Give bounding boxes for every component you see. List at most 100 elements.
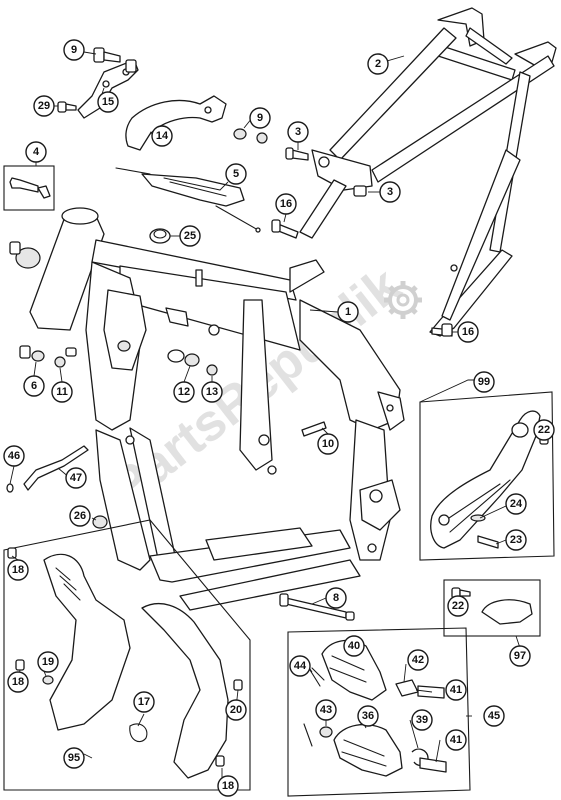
callout-18b: 18 — [7, 671, 29, 693]
callout-6: 6 — [23, 375, 45, 397]
hose-part-47 — [6, 445, 89, 493]
callout-16b: 16 — [457, 321, 479, 343]
svg-text:1: 1 — [345, 306, 351, 318]
screw-part-29 — [57, 101, 77, 113]
svg-text:20: 20 — [230, 704, 242, 716]
svg-text:17: 17 — [138, 696, 150, 708]
callout-99: 99 — [473, 371, 495, 393]
callout-44: 44 — [289, 655, 311, 677]
svg-text:29: 29 — [38, 100, 50, 112]
callout-5: 5 — [225, 163, 247, 185]
callout-41b: 41 — [445, 729, 467, 751]
svg-text:44: 44 — [294, 660, 307, 672]
svg-text:15: 15 — [102, 96, 114, 108]
svg-text:41: 41 — [450, 684, 462, 696]
svg-text:46: 46 — [8, 450, 20, 462]
guard-part-14 — [125, 95, 227, 151]
callout-9b: 9 — [249, 107, 271, 129]
callout-46: 46 — [3, 445, 25, 467]
spacer-part-6 — [19, 345, 77, 368]
callout-11: 11 — [51, 381, 73, 403]
svg-text:2: 2 — [375, 58, 381, 70]
svg-text:18: 18 — [12, 564, 24, 576]
callout-29: 29 — [33, 95, 55, 117]
callout-16a: 16 — [275, 193, 297, 215]
callout-1: 1 — [337, 301, 359, 323]
callout-18a: 18 — [7, 559, 29, 581]
bolt-part-9a — [93, 47, 137, 73]
callout-43: 43 — [315, 699, 337, 721]
callout-22b: 22 — [447, 595, 469, 617]
callout-45: 45 — [483, 705, 505, 727]
svg-text:99: 99 — [478, 376, 490, 388]
bolt-part-3a — [285, 147, 309, 161]
frame-guard-box-95 — [3, 519, 251, 791]
callout-3a: 3 — [287, 121, 309, 143]
svg-text:97: 97 — [514, 650, 526, 662]
svg-text:22: 22 — [538, 424, 550, 436]
callout-15: 15 — [97, 91, 119, 113]
svg-text:8: 8 — [333, 592, 339, 604]
callout-24: 24 — [505, 493, 527, 515]
svg-text:25: 25 — [184, 230, 196, 242]
svg-text:36: 36 — [362, 710, 374, 722]
svg-text:40: 40 — [348, 640, 360, 652]
callout-4: 4 — [25, 141, 47, 163]
svg-text:22: 22 — [452, 600, 464, 612]
callout-39: 39 — [411, 709, 433, 731]
chain-guide-box-99 — [419, 391, 555, 561]
svg-text:11: 11 — [56, 386, 68, 398]
callout-97: 97 — [509, 645, 531, 667]
callout-95: 95 — [63, 747, 85, 769]
callout-47: 47 — [65, 467, 87, 489]
svg-text:12: 12 — [178, 386, 190, 398]
svg-text:18: 18 — [12, 676, 24, 688]
bolt-part-3b — [353, 185, 367, 197]
bolt-part-8 — [279, 593, 355, 621]
callout-41a: 41 — [445, 679, 467, 701]
cable-part-5 — [115, 167, 261, 233]
bolt-part-16a — [271, 219, 299, 239]
svg-text:26: 26 — [74, 510, 86, 522]
svg-text:10: 10 — [322, 438, 334, 450]
svg-text:41: 41 — [450, 734, 462, 746]
subframe-part-2 — [299, 7, 557, 337]
svg-text:6: 6 — [31, 380, 37, 392]
svg-text:16: 16 — [280, 198, 292, 210]
pin-part-10 — [301, 421, 327, 437]
callout-25: 25 — [179, 225, 201, 247]
main-frame-part-1 — [9, 207, 405, 611]
svg-text:13: 13 — [206, 386, 218, 398]
callout-18c: 18 — [217, 775, 239, 797]
gear-icon — [384, 281, 422, 319]
callout-14: 14 — [151, 125, 173, 147]
svg-text:3: 3 — [295, 126, 301, 138]
svg-text:14: 14 — [156, 130, 169, 142]
svg-text:9: 9 — [71, 44, 77, 56]
box-part-97 — [443, 579, 541, 637]
sleeve-part-12 — [167, 349, 218, 376]
callout-10: 10 — [317, 433, 339, 455]
clamp-part-25 — [149, 228, 171, 244]
callout-23: 23 — [505, 529, 527, 551]
callout-13: 13 — [201, 381, 223, 403]
callout-40: 40 — [343, 635, 365, 657]
callout-8: 8 — [325, 587, 347, 609]
callout-9a: 9 — [63, 39, 85, 61]
svg-text:4: 4 — [33, 146, 40, 158]
callout-20: 20 — [225, 699, 247, 721]
part-4-box — [3, 165, 55, 211]
nut-part-9b — [233, 128, 268, 144]
callout-19: 19 — [37, 651, 59, 673]
callout-36: 36 — [357, 705, 379, 727]
footrest-box-45 — [287, 627, 471, 797]
svg-text:18: 18 — [222, 780, 234, 792]
callout-26: 26 — [69, 505, 91, 527]
svg-text:16: 16 — [462, 326, 474, 338]
callout-17: 17 — [133, 691, 155, 713]
svg-text:3: 3 — [387, 186, 393, 198]
svg-text:47: 47 — [70, 472, 82, 484]
svg-text:24: 24 — [510, 498, 523, 510]
callout-12: 12 — [173, 381, 195, 403]
svg-text:9: 9 — [257, 112, 263, 124]
